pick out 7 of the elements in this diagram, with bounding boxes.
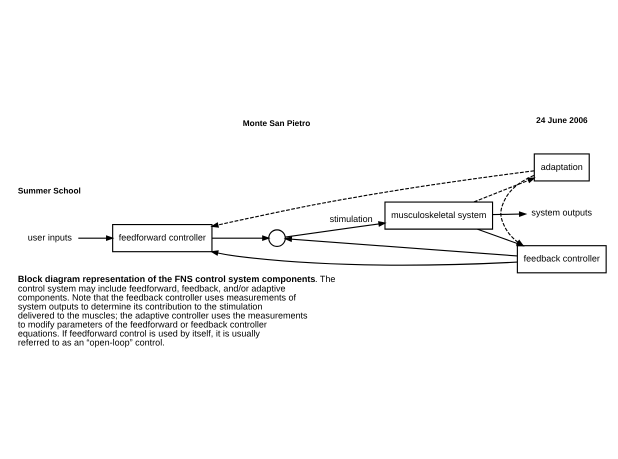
caption: Block diagram representation of the FNS control system components. The control system may include feedforward, feedback, and/or adaptive components. Note that the feedback controller uses measurements of system outputs to determine its contribution to the stimulation delivered to the muscles; the adaptive controller uses the measurements to modify parameters of the feedforward or feedback controller equations. If feedforward control is used by itself, it is usually referred to as an “open-loop” control. xyxy=(18,274,336,348)
label: 24 June 2006 xyxy=(536,116,588,125)
label: Summer School xyxy=(18,186,81,196)
node-text: user inputs xyxy=(28,232,72,242)
label: Monte San Pietro xyxy=(242,118,310,128)
edge-label: stimulation xyxy=(330,214,373,224)
node-text: system outputs xyxy=(531,208,592,218)
